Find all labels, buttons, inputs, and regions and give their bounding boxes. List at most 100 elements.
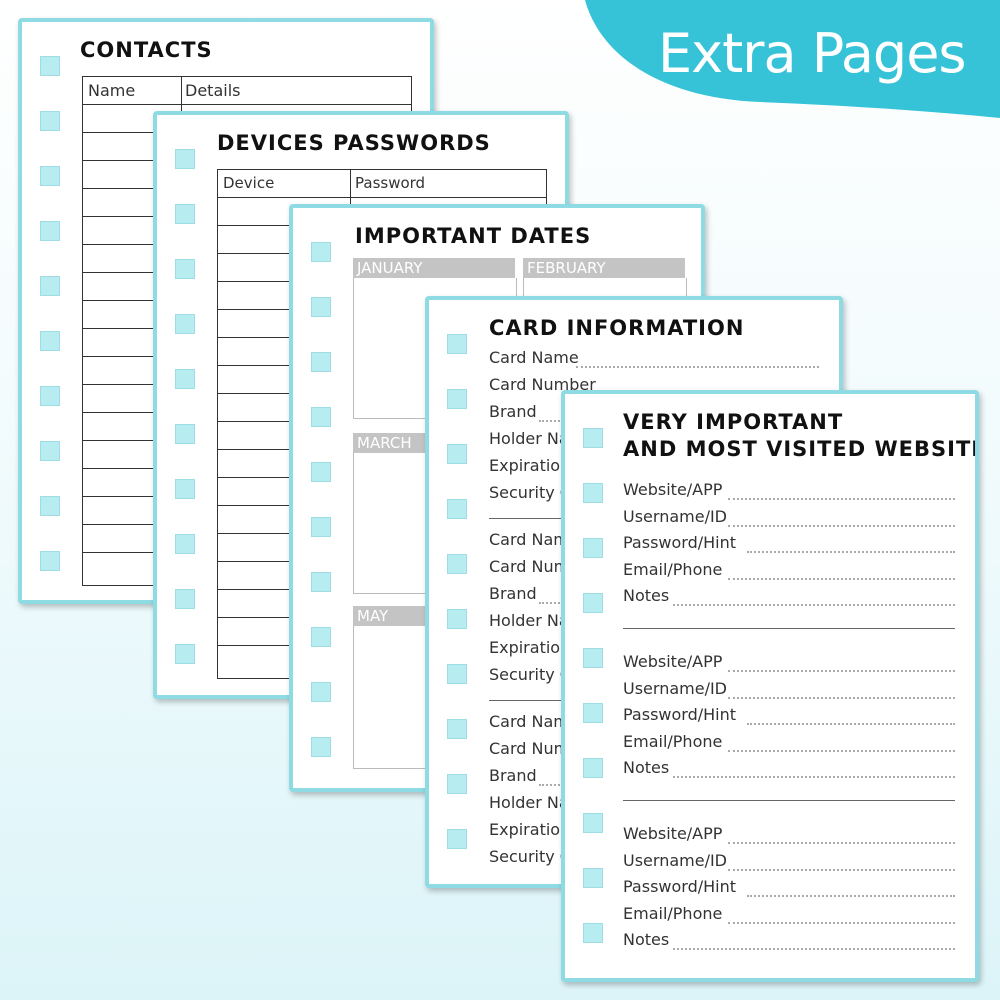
binder-hole xyxy=(40,111,60,131)
field-label: Security C xyxy=(489,483,571,502)
card-info-title: CARD INFORMATION xyxy=(489,316,745,340)
fill-in-line[interactable] xyxy=(575,366,819,368)
field-label: Expiration xyxy=(489,820,571,839)
contacts-header-details: Details xyxy=(185,81,241,100)
field-label: Expiration xyxy=(489,456,571,475)
binder-hole xyxy=(175,204,195,224)
binder-hole xyxy=(447,719,467,739)
fill-in-line[interactable] xyxy=(728,749,955,752)
contacts-title: CONTACTS xyxy=(80,38,213,62)
field-label: Card Nam xyxy=(489,712,569,731)
binder-hole xyxy=(311,297,331,317)
fill-in-line[interactable] xyxy=(728,498,955,500)
fill-in-line[interactable] xyxy=(673,776,955,778)
binder-hole xyxy=(447,774,467,794)
field-label: Password/Hint xyxy=(623,877,737,896)
contacts-header-name: Name xyxy=(88,81,136,100)
binder-hole xyxy=(175,479,195,499)
field-label: Website/APP xyxy=(623,480,723,499)
devices-title: DEVICES PASSWORDS xyxy=(217,131,491,155)
field-label: Password/Hint xyxy=(623,705,737,724)
field-label: Card Name xyxy=(489,348,579,367)
table-row-line xyxy=(218,197,546,198)
binder-hole xyxy=(447,664,467,684)
fill-in-line[interactable] xyxy=(728,577,955,580)
website-divider-1 xyxy=(623,628,955,629)
field-label: Website/APP xyxy=(623,824,723,843)
binder-hole xyxy=(175,259,195,279)
banner-title: Extra Pages xyxy=(658,22,967,85)
field-label: Brand xyxy=(489,584,537,603)
binder-hole xyxy=(40,441,60,461)
field-label: Card Number xyxy=(489,375,596,394)
binder-hole xyxy=(583,428,603,448)
field-label: Holder Na xyxy=(489,611,569,630)
banner-wave xyxy=(585,0,1000,118)
table-row-line xyxy=(83,104,411,105)
fill-in-line[interactable] xyxy=(728,670,955,672)
binder-hole xyxy=(447,499,467,519)
websites-title-line1: VERY IMPORTANT xyxy=(623,410,844,434)
binder-hole xyxy=(311,737,331,757)
binder-hole xyxy=(583,868,603,888)
binder-hole xyxy=(583,538,603,558)
binder-hole xyxy=(311,517,331,537)
binder-hole xyxy=(40,496,60,516)
binder-hole xyxy=(583,703,603,723)
field-label: Notes xyxy=(623,586,670,605)
devices-header-password: Password xyxy=(355,170,540,198)
field-label: Email/Phone xyxy=(623,903,723,923)
field-label: Card Num xyxy=(489,739,570,758)
field-label: Username/ID xyxy=(623,678,727,698)
field-label: Brand xyxy=(489,766,537,785)
binder-hole xyxy=(311,407,331,427)
fill-in-line[interactable] xyxy=(728,868,955,871)
binder-hole xyxy=(583,758,603,778)
devices-header-device: Device xyxy=(223,170,348,198)
fill-in-line[interactable] xyxy=(728,524,955,527)
binder-hole xyxy=(311,242,331,262)
month-january-header: JANUARY xyxy=(353,258,515,278)
fill-in-line[interactable] xyxy=(746,895,955,897)
fill-in-line[interactable] xyxy=(728,696,955,699)
month-february-header: FEBRUARY xyxy=(523,258,685,278)
binder-hole xyxy=(40,166,60,186)
binder-hole xyxy=(447,829,467,849)
website-divider-2 xyxy=(623,800,955,801)
field-label: Email/Phone xyxy=(623,559,723,579)
field-label: Card Num xyxy=(489,557,570,576)
field-label: Email/Phone xyxy=(623,731,723,751)
binder-hole xyxy=(447,334,467,354)
binder-hole xyxy=(175,644,195,664)
binder-hole xyxy=(40,386,60,406)
fill-in-line[interactable] xyxy=(746,551,955,553)
binder-hole xyxy=(447,609,467,629)
binder-hole xyxy=(175,424,195,444)
fill-in-line[interactable] xyxy=(673,948,955,950)
binder-hole xyxy=(175,589,195,609)
field-label: Notes xyxy=(623,758,670,777)
websites-page: VERY IMPORTANT AND MOST VISITED WEBSITES… xyxy=(561,390,979,982)
fill-in-line[interactable] xyxy=(746,723,955,725)
field-label: Holder Na xyxy=(489,793,569,812)
binder-hole xyxy=(175,314,195,334)
fill-in-line[interactable] xyxy=(673,604,955,606)
field-label: Password/Hint xyxy=(623,533,737,552)
binder-hole xyxy=(40,276,60,296)
field-label: Expiration xyxy=(489,638,571,657)
field-label: Security C xyxy=(489,665,571,684)
field-label: Username/ID xyxy=(623,506,727,526)
field-label: Holder Na xyxy=(489,429,569,448)
binder-hole xyxy=(40,56,60,76)
binder-hole xyxy=(40,551,60,571)
binder-hole xyxy=(40,331,60,351)
fill-in-line[interactable] xyxy=(728,842,955,844)
field-label: Username/ID xyxy=(623,850,727,870)
binder-hole xyxy=(583,813,603,833)
binder-hole xyxy=(447,389,467,409)
field-label: Notes xyxy=(623,930,670,949)
field-label: Card Nam xyxy=(489,530,569,549)
fill-in-line[interactable] xyxy=(728,921,955,924)
binder-hole xyxy=(447,444,467,464)
binder-hole xyxy=(583,923,603,943)
